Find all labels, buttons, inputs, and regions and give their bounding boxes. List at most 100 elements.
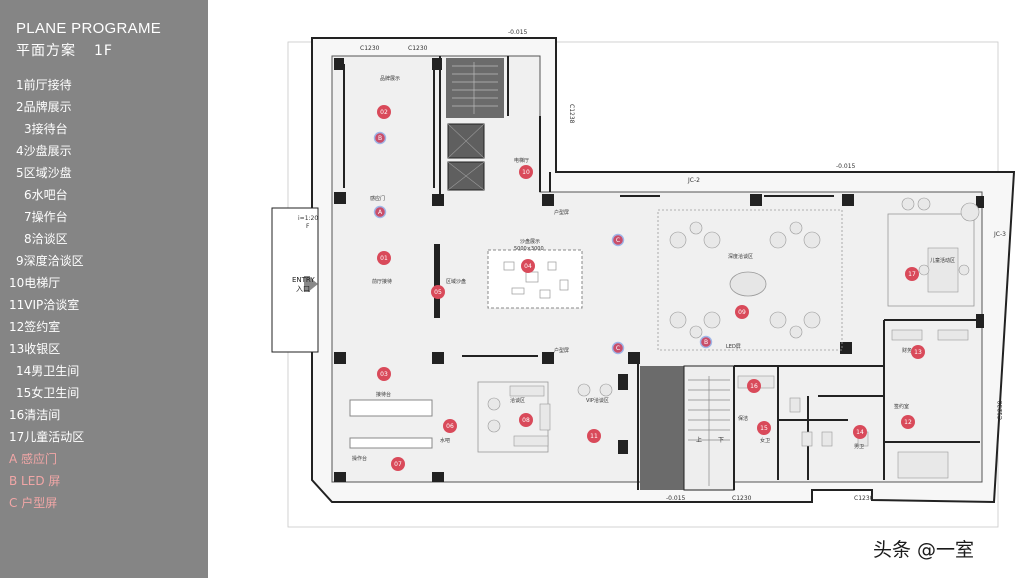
room-marker-label: 01 [380, 255, 388, 262]
legend-item: 17儿童活动区 [9, 430, 85, 444]
dim-label: JC-3 [993, 231, 1006, 238]
room-marker-label: 14 [856, 429, 864, 436]
annotation-item: C 户型屏 [9, 496, 58, 510]
dim-label: C1238 [568, 104, 575, 124]
annotation-item: A 感应门 [9, 452, 58, 466]
room-marker-17 [905, 267, 919, 281]
room-label: 儿童活动区 [930, 257, 955, 264]
legend-item: 7操作台 [24, 210, 68, 224]
room-marker-label: 12 [904, 419, 912, 426]
room-marker-07 [391, 457, 405, 471]
room-marker-04 [521, 259, 535, 273]
walls [343, 56, 980, 490]
marker-letter: B [704, 339, 708, 346]
level-label: -0.015 [836, 163, 856, 170]
room-label: VIP洽谈区 [586, 397, 609, 404]
stair-label: 下 [718, 437, 724, 444]
room-marker-label: 07 [394, 461, 402, 468]
marker-letter: A [378, 209, 383, 216]
room-label: 感应门 [370, 195, 385, 202]
legend-item: 15女卫生间 [16, 386, 80, 400]
room-marker-16 [747, 379, 761, 393]
room-label: 男卫 [854, 444, 864, 450]
subtitle-text: 平面方案 [16, 43, 76, 59]
room-marker-15 [757, 421, 771, 435]
room-label: 品牌展示 [380, 75, 400, 82]
room-label: 签约室 [894, 403, 909, 410]
room-marker-label: 11 [590, 433, 598, 440]
marker-a-sensor-door [373, 205, 387, 219]
entry-vestibule [271, 207, 319, 353]
room-marker-label: 05 [434, 289, 442, 296]
room-label: 女卫 [760, 437, 770, 444]
entry-label: ENTRY [292, 276, 315, 284]
marker-b-led-screen [373, 131, 387, 145]
marker-letter: C [616, 345, 620, 352]
annotation-markers: A B B C C [373, 131, 713, 355]
room-marker-10 [519, 165, 533, 179]
level-label: -0.015 [508, 29, 528, 36]
kids-zone [887, 213, 975, 307]
room-marker-05 [431, 285, 445, 299]
room-label: 财务 [902, 347, 912, 354]
legend-item: 10电梯厅 [9, 276, 61, 290]
stair-core-south [640, 366, 684, 490]
dim-label: C1230 [408, 45, 428, 52]
legend-item: 14男卫生间 [16, 364, 80, 378]
legend-list: 1前厅接待 2品牌展示 3接待台 4沙盘展示 5区域沙盘 6水吧台 7操作台 8… [9, 74, 84, 514]
room-marker-label: 10 [522, 169, 530, 176]
room-label: 户型屏 [554, 209, 569, 216]
room-label: LED屏 [726, 344, 741, 350]
room-label: 水吧 [440, 437, 450, 444]
marker-c-floorplan-screen [611, 341, 625, 355]
room-marker-label: 09 [738, 309, 746, 316]
dim-label: C1230 [854, 495, 874, 502]
room-label: 保洁 [738, 415, 748, 422]
room-marker-08 [519, 413, 533, 427]
legend-item: 11VIP洽谈室 [9, 298, 80, 312]
legend-item: 2品牌展示 [16, 100, 72, 114]
annotation-item: B LED 屏 [9, 474, 61, 488]
room-marker-label: 04 [524, 263, 532, 270]
dim-label: C1238 [997, 400, 1004, 420]
legend-item: 16清洁间 [9, 408, 61, 422]
room-label: 户型屏 [554, 347, 569, 354]
room-marker-01 [377, 251, 391, 265]
room-marker-13 [911, 345, 925, 359]
stair-label: 上 [696, 436, 702, 444]
room-marker-label: 03 [380, 371, 388, 378]
room-marker-label: 15 [760, 425, 768, 432]
room-marker-14 [853, 425, 867, 439]
stair-treads-south [688, 376, 730, 486]
sidebar-title: PLANE PROGRAME [16, 20, 162, 37]
legend-item: 4沙盘展示 [16, 144, 72, 158]
room-marker-label: 08 [522, 417, 530, 424]
room-marker-label: 06 [446, 423, 454, 430]
room-label: 电梯厅 [514, 157, 529, 164]
lounge-chairs [669, 221, 821, 339]
room-marker-09 [735, 305, 749, 319]
floor-plan: 品牌展示 感应门 前厅接待 区域沙盘 沙盘展示 5000×3000 电梯厅 户型… [208, 0, 1028, 578]
legend-item: 5区域沙盘 [16, 166, 72, 180]
room-label: 沙盘展示 [520, 238, 540, 245]
room-label: 深度洽谈区 [728, 253, 753, 260]
legend-item: 12签约室 [9, 320, 61, 334]
reception-desk [349, 399, 433, 417]
entry-label: 入口 [296, 285, 310, 293]
room-label: 接待台 [376, 391, 391, 398]
room-label: 5000×3000 [514, 246, 544, 252]
slope-label: i=1:20 [298, 215, 318, 222]
room-label: 区域沙盘 [446, 278, 466, 285]
marker-b-led-screen [699, 335, 713, 349]
sand-table [487, 249, 583, 309]
room-marker-label: 17 [908, 271, 916, 278]
dim-label: C1230 [360, 45, 380, 52]
room-marker-06 [443, 419, 457, 433]
legend-item: 8洽谈区 [24, 232, 68, 246]
room-marker-label: 02 [380, 109, 388, 116]
district-sand-table [434, 244, 440, 318]
floor-label: 1F [94, 43, 113, 59]
dim-label: JC-2 [687, 177, 700, 184]
room-label: 洽谈区 [510, 397, 525, 404]
level-label: -0.015 [666, 495, 686, 502]
